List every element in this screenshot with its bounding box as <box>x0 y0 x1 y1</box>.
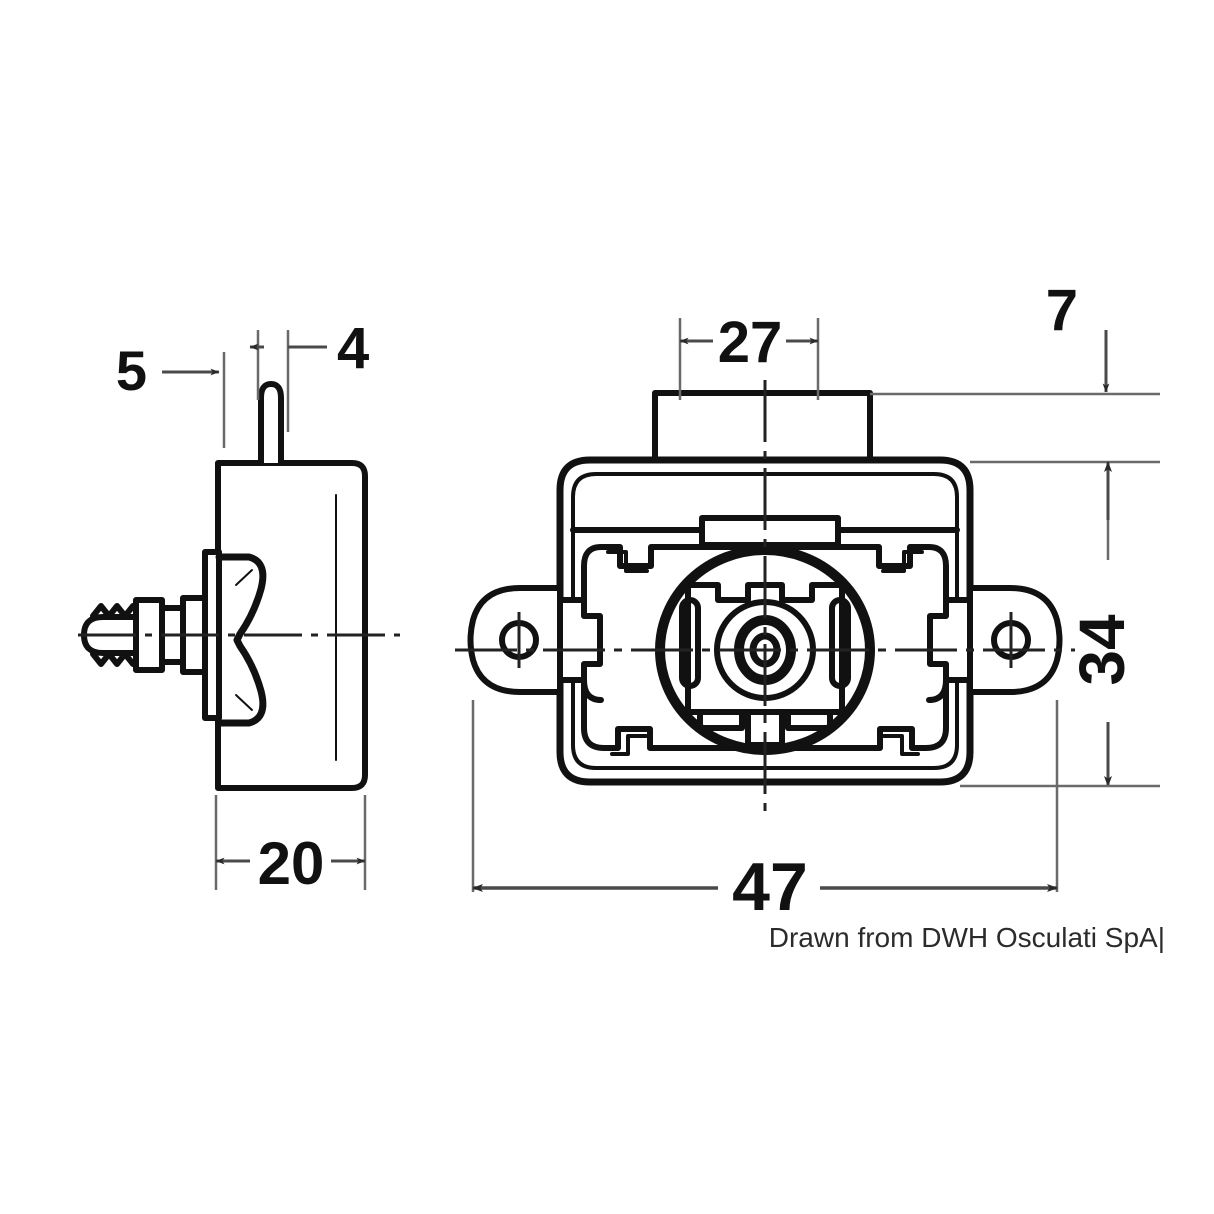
lock-tab-lower-left <box>697 709 745 731</box>
dim-27-value: 27 <box>718 310 783 375</box>
dim-5-value: 5 <box>116 339 147 402</box>
lock-cam-plate <box>685 582 845 715</box>
cam-hatch-lower <box>235 694 253 711</box>
dim-20-value: 20 <box>258 830 325 897</box>
dim-7: 7 <box>870 278 1160 464</box>
cam-hatch-upper <box>235 569 253 586</box>
dim-47: 47 <box>471 700 1059 925</box>
lock-slot-right <box>829 597 851 689</box>
side-view-thread-lower <box>90 651 136 667</box>
dim-5: 5 <box>116 339 226 448</box>
dim-7-value: 7 <box>1046 278 1078 343</box>
lock-tab-lower-right <box>785 709 833 731</box>
dim-20: 20 <box>214 795 367 897</box>
front-view-tongue-step <box>699 515 841 548</box>
latch-lug-left <box>557 597 603 683</box>
dim-34: 34 <box>960 461 1160 788</box>
front-view: 27 7 34 47 <box>455 278 1160 925</box>
dim-4: 4 <box>249 316 369 432</box>
side-view-tongue <box>258 381 284 466</box>
corner-tab-bottom-left <box>610 734 648 756</box>
corner-tab-top-left <box>606 550 649 573</box>
front-view-bezel-inner <box>571 472 959 770</box>
dim-47-value: 47 <box>732 849 808 925</box>
side-view-thread-upper <box>90 603 136 619</box>
side-view-body <box>215 460 368 791</box>
dim-4-value: 4 <box>337 316 369 381</box>
side-view: 5 4 20 <box>78 316 400 897</box>
latch-lug-right <box>927 597 973 683</box>
side-view-cam-profile <box>215 553 267 727</box>
corner-tab-top-right <box>881 550 924 573</box>
drawing-caption: Drawn from DWH Osculati SpA| <box>769 922 1165 953</box>
dim-27: 27 <box>678 310 820 400</box>
dim-34-value: 34 <box>1066 614 1138 686</box>
lock-slot-left <box>679 597 701 689</box>
corner-tab-bottom-right <box>882 734 920 756</box>
